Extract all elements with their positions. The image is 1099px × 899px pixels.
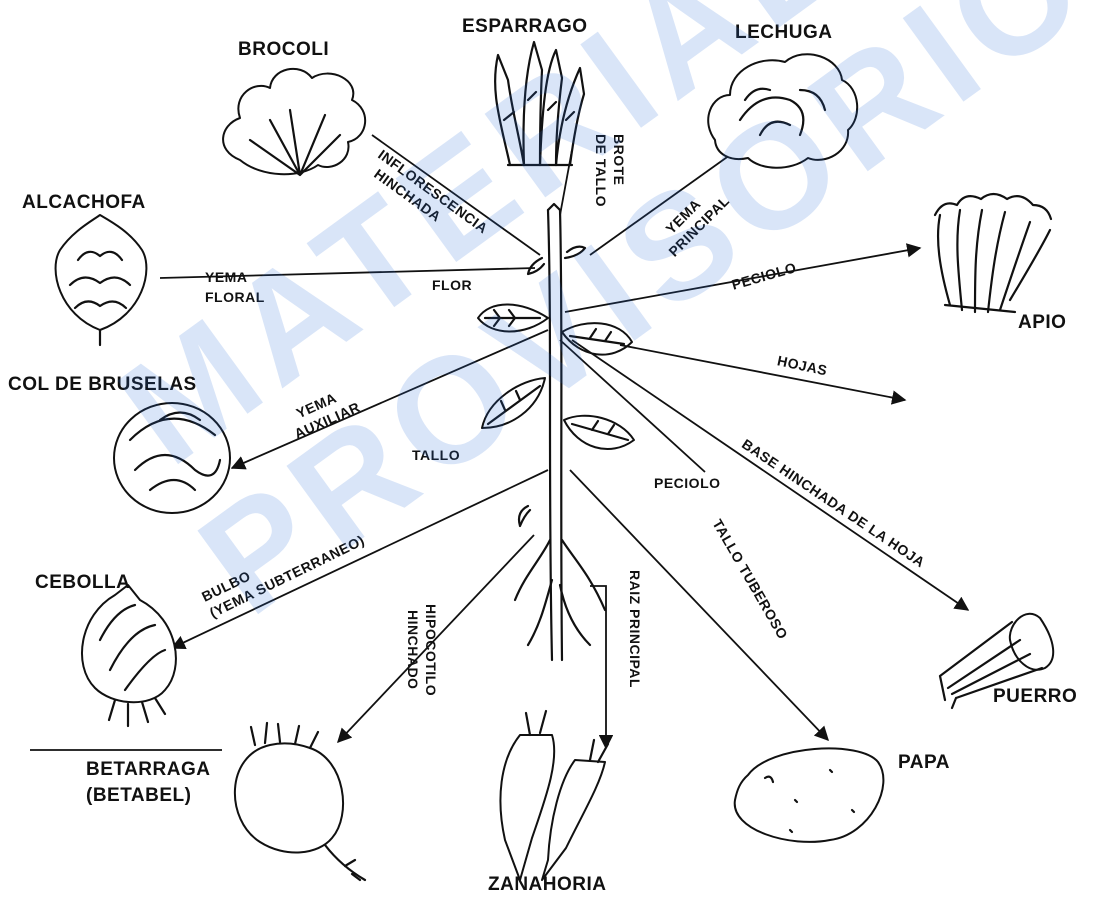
- artichoke-drawing: [56, 215, 147, 345]
- label-betabel: (BETABEL): [86, 785, 191, 806]
- label-hinchado: HINCHADO: [405, 610, 421, 689]
- celery-drawing: [935, 194, 1051, 312]
- beet-drawing: [235, 723, 365, 880]
- label-brocoli: BROCOLI: [238, 39, 329, 60]
- label-puerro: PUERRO: [993, 686, 1077, 707]
- label-betarraga: BETARRAGA: [86, 759, 210, 780]
- label-zanahoria: ZANAHORIA: [488, 874, 607, 894]
- label-base-hinchada: BASE HINCHADA DE LA HOJA: [739, 436, 928, 571]
- label-hojas: HOJAS: [776, 352, 829, 378]
- label-peciolo: PECIOLO: [654, 475, 721, 491]
- label-tallo-tuberoso: TALLO TUBEROSO: [709, 516, 791, 642]
- label-apio: APIO: [1018, 312, 1066, 333]
- broccoli-drawing: [223, 69, 365, 175]
- label-cebolla: CEBOLLA: [35, 572, 130, 593]
- potato-drawing: [735, 748, 884, 841]
- onion-drawing: [82, 585, 176, 726]
- label-alcachofa: ALCACHOFA: [22, 192, 146, 213]
- label-papa: PAPA: [898, 752, 950, 773]
- label-hipocotilo: HIPOCOTILO: [423, 604, 439, 696]
- label-raiz-principal: RAIZ PRINCIPAL: [627, 570, 643, 688]
- carrot-drawing: [500, 711, 608, 880]
